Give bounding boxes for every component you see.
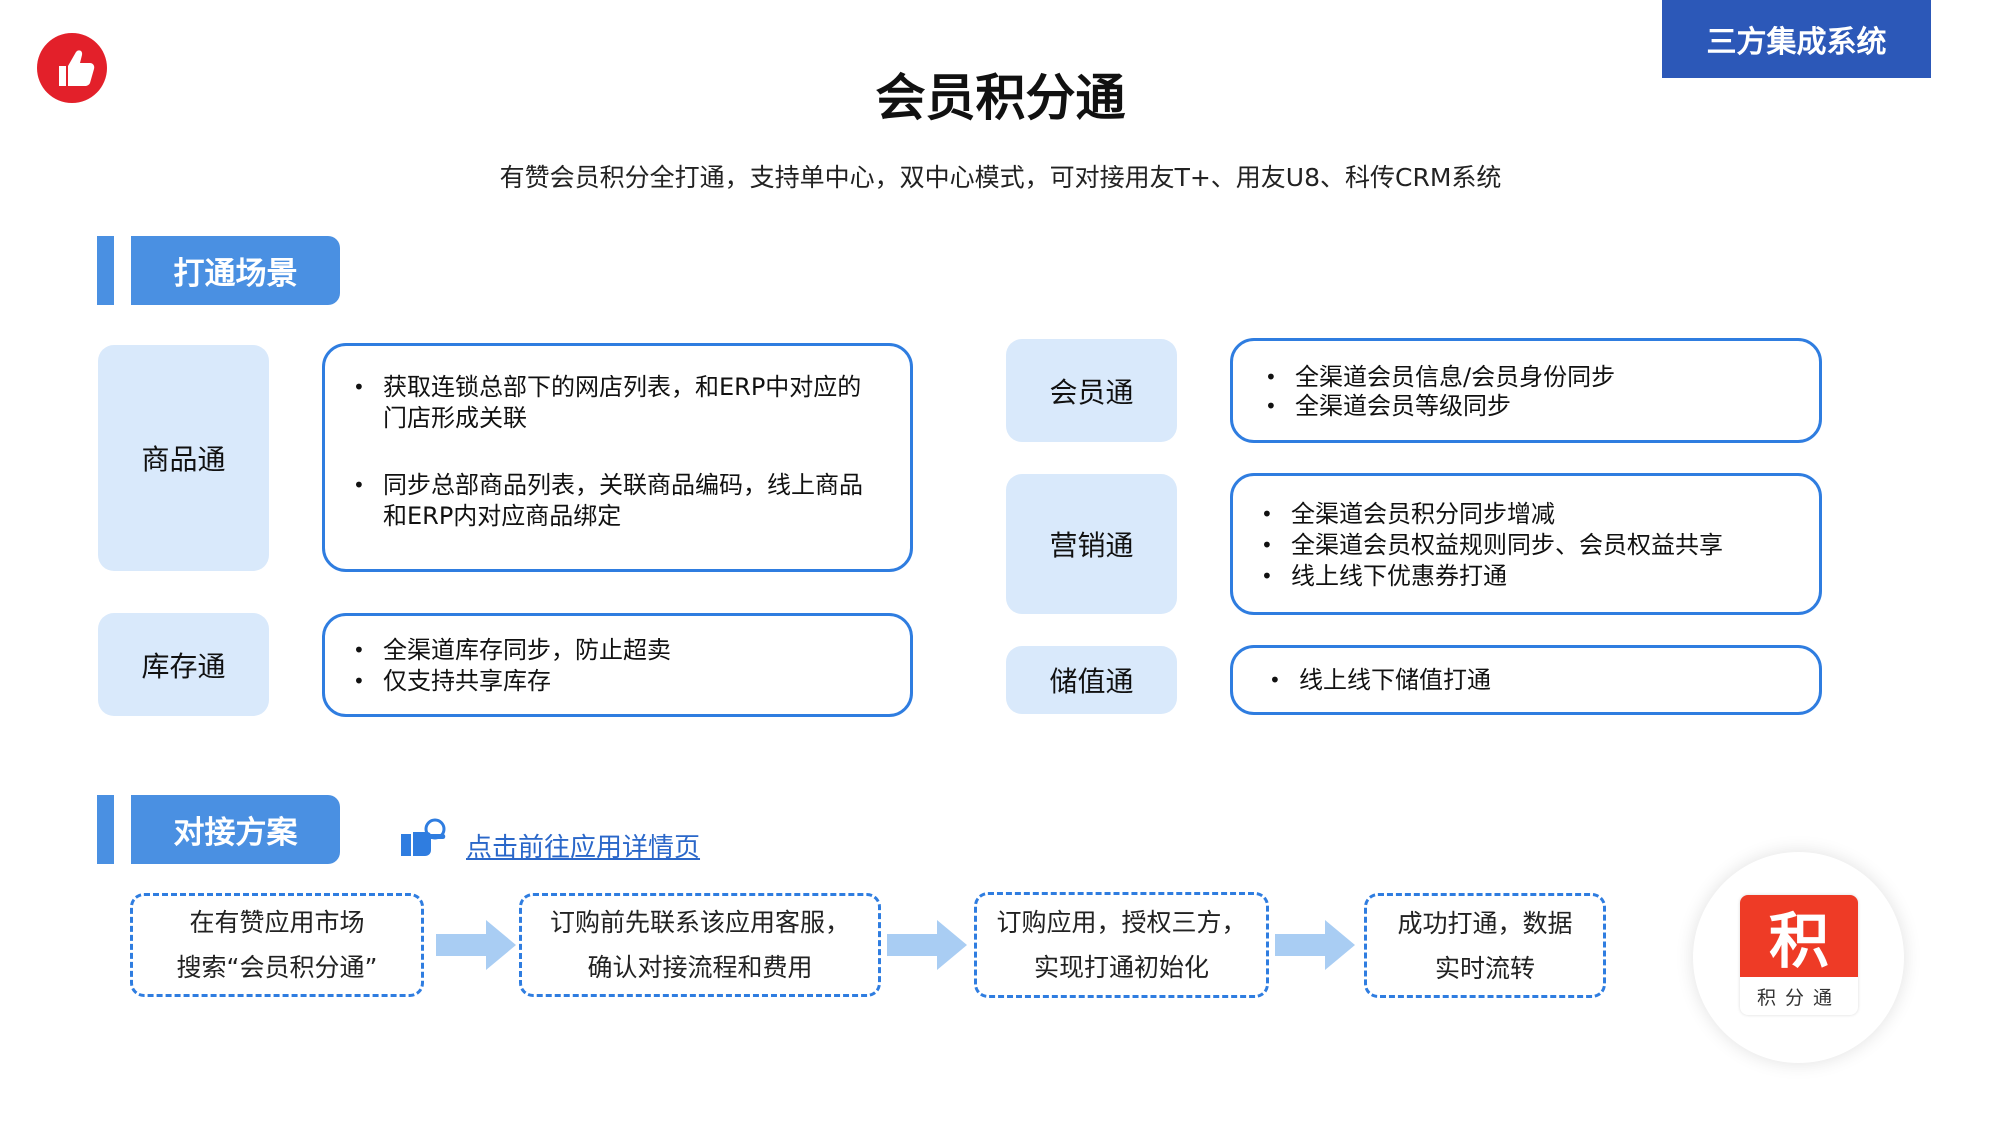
step-line: 订购应用，授权三方，: [996, 908, 1247, 937]
desc-member: 全渠道会员信息/会员身份同步 全渠道会员等级同步: [1230, 338, 1822, 443]
tile-inventory: 库存通: [98, 613, 269, 716]
tile-stored-value: 储值通: [1006, 646, 1177, 714]
desc-marketing: 全渠道会员积分同步增减 全渠道会员权益规则同步、会员权益共享 线上线下优惠券打通: [1230, 473, 1822, 615]
page-subtitle: 有赞会员积分全打通，支持单中心，双中心模式，可对接用友T+、用友U8、科传CRM…: [499, 163, 1502, 192]
app-detail-link[interactable]: 点击前往应用详情页: [466, 833, 701, 863]
pointing-hand-icon[interactable]: [395, 816, 449, 864]
bullet-item: 全渠道库存同步，防止超卖: [349, 635, 889, 666]
bullet-item: 全渠道会员等级同步: [1261, 392, 1801, 421]
right-arrow-icon: [885, 918, 969, 976]
desc-inventory: 全渠道库存同步，防止超卖 仅支持共享库存: [322, 613, 913, 717]
desc-stored-value: 线上线下储值打通: [1230, 645, 1822, 715]
step-line: 订购前先联系该应用客服，: [549, 908, 850, 937]
app-icon: 积 积分通: [1740, 895, 1858, 1015]
step-card: 订购前先联系该应用客服， 确认对接流程和费用: [519, 893, 881, 997]
step-line: 成功打通，数据: [1397, 908, 1573, 938]
tile-marketing: 营销通: [1006, 474, 1177, 614]
bullet-item: 全渠道会员积分同步增减: [1257, 499, 1812, 530]
tile-product: 商品通: [98, 345, 269, 571]
step-line: 实现打通初始化: [1033, 953, 1209, 982]
step-line: 实时流转: [1434, 953, 1535, 983]
bullet-item: 全渠道会员权益规则同步、会员权益共享: [1257, 530, 1812, 561]
app-icon-glyph: 积: [1740, 895, 1858, 977]
app-icon-caption: 积分通: [1756, 986, 1841, 1009]
section-accent-bar: [97, 795, 114, 864]
desc-product: 获取连锁总部下的网店列表，和ERP中对应的门店形成关联 同步总部商品列表，关联商…: [322, 343, 913, 572]
step-card: 订购应用，授权三方， 实现打通初始化: [974, 892, 1269, 998]
step-card: 成功打通，数据 实时流转: [1364, 893, 1606, 998]
bullet-item: 全渠道会员信息/会员身份同步: [1261, 363, 1801, 392]
section-accent-bar: [97, 236, 114, 305]
step-line: 在有赞应用市场: [189, 908, 365, 937]
bullet-item: 线上线下优惠券打通: [1257, 561, 1812, 592]
right-arrow-icon: [1273, 918, 1357, 976]
bullet-item: 线上线下储值打通: [1265, 665, 1805, 696]
section-label-integration: 对接方案: [131, 795, 340, 864]
tile-member: 会员通: [1006, 339, 1177, 442]
thumbs-up-icon: [37, 33, 107, 103]
page-title: 会员积分通: [875, 69, 1126, 127]
bullet-item: 仅支持共享库存: [349, 666, 889, 697]
step-card: 在有赞应用市场 搜索“会员积分通”: [130, 893, 424, 997]
step-line: 确认对接流程和费用: [587, 953, 813, 982]
bullet-item: 同步总部商品列表，关联商品编码，线上商品和ERP内对应商品绑定: [349, 470, 869, 532]
section-label-scenarios: 打通场景: [131, 236, 340, 305]
step-line: 搜索“会员积分通”: [176, 953, 378, 982]
right-arrow-icon: [434, 918, 518, 976]
bullet-item: 获取连锁总部下的网店列表，和ERP中对应的门店形成关联: [349, 372, 869, 434]
corner-tag: 三方集成系统: [1662, 0, 1931, 78]
